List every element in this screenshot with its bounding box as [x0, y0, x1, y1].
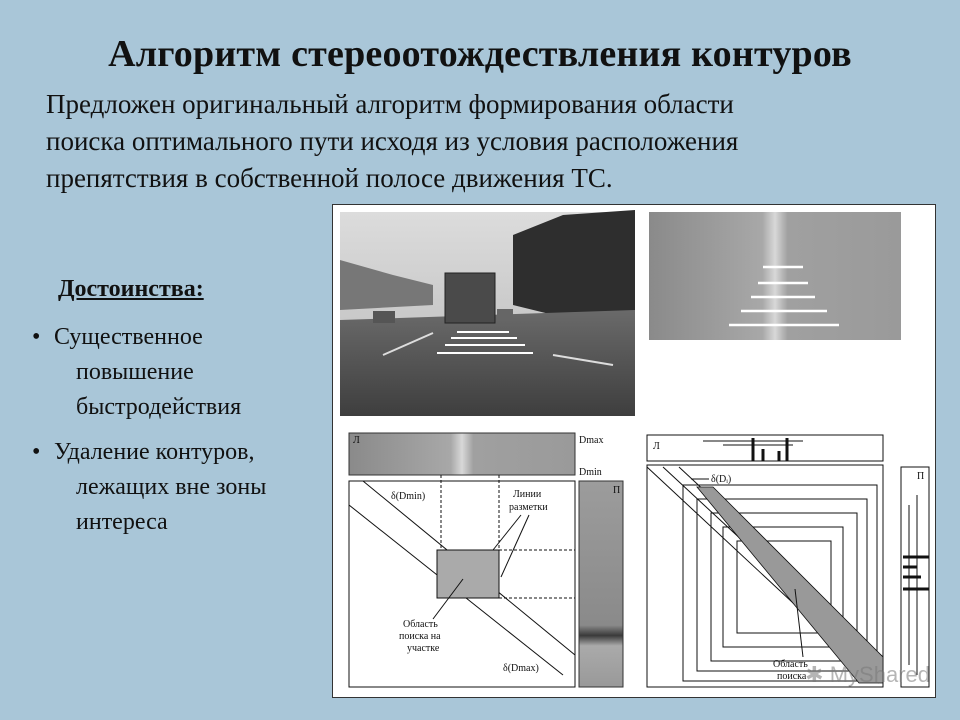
- search-area-label-2: поиска на: [399, 631, 441, 642]
- advantage-item: • Существенное повышение быстродействия: [32, 320, 332, 425]
- left-label: Л: [353, 435, 360, 446]
- advantages-list: • Существенное повышение быстродействия …: [32, 320, 332, 550]
- right-label: П: [613, 485, 620, 496]
- watermark-icon: ✱: [805, 662, 830, 687]
- advantage-line: Существенное: [54, 324, 203, 350]
- rectified-image: [649, 212, 901, 340]
- right-search-area-label-2: поиска: [777, 671, 807, 682]
- advantage-item: • Удаление контуров, лежащих вне зоны ин…: [32, 435, 332, 540]
- road-photo: [340, 210, 635, 416]
- advantage-line: лежащих вне зоны: [76, 474, 267, 500]
- figure-illustration: Л Dmax Dmin П δ(Dmin) Линии разметки Обл…: [340, 210, 930, 688]
- advantage-line: быстродействия: [76, 394, 242, 420]
- figure-panel: Л Dmax Dmin П δ(Dmin) Линии разметки Обл…: [332, 204, 936, 698]
- watermark-logo: ✱ MyShared: [805, 662, 930, 688]
- intro-text: Предложен оригинальный алгоритм формиров…: [46, 86, 926, 197]
- advantage-line: повышение: [76, 359, 194, 385]
- bullet-icon: •: [32, 324, 41, 350]
- advantage-line: интереса: [76, 509, 168, 535]
- delta-i-label: δ(Dᵢ): [711, 474, 731, 485]
- left-diagram: Л Dmax Dmin П δ(Dmin) Линии разметки Обл…: [348, 432, 624, 688]
- bullet-icon: •: [32, 439, 41, 465]
- advantages-heading: Достоинства:: [58, 276, 204, 302]
- watermark-text: MyShared: [829, 662, 930, 687]
- delta-min-label: δ(Dmin): [391, 491, 425, 502]
- markings-label-2: разметки: [509, 502, 548, 513]
- search-area-label-1: Область: [403, 619, 438, 630]
- right-diagram-left-label: Л: [653, 441, 660, 452]
- markings-label-1: Линии: [513, 489, 542, 500]
- intro-line: поиска оптимального пути исходя из услов…: [46, 126, 739, 156]
- right-diagram-right-label: П: [917, 471, 924, 482]
- right-diagram: Л П: [646, 434, 930, 688]
- search-area-label-3: участке: [407, 643, 440, 654]
- dmin-label: Dmin: [579, 467, 602, 478]
- slide-title: Алгоритм стереоотождествления контуров: [108, 33, 852, 75]
- dmax-label: Dmax: [579, 435, 603, 446]
- delta-max-label: δ(Dmax): [503, 663, 539, 674]
- advantage-line: Удаление контуров,: [54, 439, 255, 465]
- intro-line: Предложен оригинальный алгоритм формиров…: [46, 89, 734, 119]
- right-search-area-label-1: Область: [773, 659, 808, 670]
- intro-line: препятствия в собственной полосе движени…: [46, 163, 613, 193]
